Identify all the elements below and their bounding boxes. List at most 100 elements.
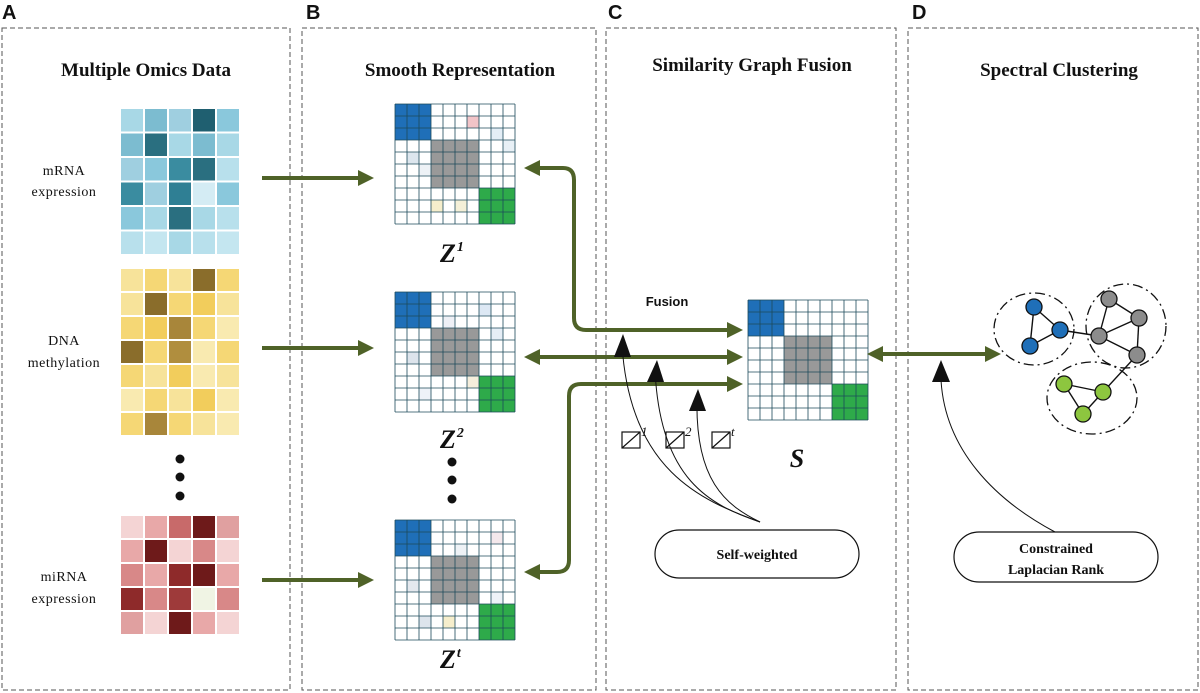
heatmap-cell	[215, 586, 241, 612]
heatmap-cell	[191, 180, 217, 207]
panel-d-frame	[907, 27, 1199, 691]
heatmap-cell	[191, 363, 217, 389]
node-gray	[1100, 290, 1118, 308]
heatmap-cell	[119, 562, 145, 588]
heatmap-cell	[143, 562, 169, 588]
matrix-tint-cell	[443, 616, 455, 628]
node-blue	[1021, 337, 1039, 355]
omics-label-dna-line2: methylation	[28, 356, 100, 371]
heatmap-cell	[119, 291, 145, 317]
heatmap-cell	[167, 562, 193, 588]
matrix-z2	[394, 291, 516, 413]
heatmap-cell	[143, 387, 169, 413]
heatmap-cell	[215, 156, 241, 183]
heatmap-cell	[191, 387, 217, 413]
matrix-block-green	[479, 604, 515, 640]
panel-a-frame	[1, 27, 291, 691]
matrix-block-blue	[748, 300, 784, 336]
matrix-block-green	[832, 384, 868, 420]
matrix-block-blue	[395, 104, 431, 140]
heatmap-cell	[119, 180, 145, 207]
heatmap-cell	[143, 131, 169, 158]
heatmap-cell	[143, 514, 169, 540]
mrna-heatmap	[119, 107, 241, 256]
matrix-tint-cell	[419, 388, 431, 400]
matrix-ellipsis	[447, 457, 457, 504]
heatmap-cell	[167, 205, 193, 232]
omics-ellipsis	[175, 454, 185, 501]
matrix-tint-cell	[419, 164, 431, 176]
heatmap-cell	[143, 267, 169, 293]
heatmap-cell	[143, 291, 169, 317]
panel-c-letter: C	[608, 2, 622, 24]
heatmap-cell	[143, 156, 169, 183]
heatmap-cell	[167, 156, 193, 183]
matrix-tint-cell	[455, 544, 467, 556]
matrix-tint-cell	[491, 592, 503, 604]
heatmap-cell	[119, 131, 145, 158]
matrix-tint-cell	[419, 616, 431, 628]
matrix-tint-cell	[407, 152, 419, 164]
matrix-tint-cell	[443, 316, 455, 328]
heatmap-cell	[167, 387, 193, 413]
heatmap-cell	[191, 267, 217, 293]
fusion-label: Fusion	[646, 294, 689, 309]
matrix-tint-cell	[479, 304, 491, 316]
heatmap-cell	[119, 107, 145, 134]
heatmap-cell	[191, 411, 217, 437]
cluster-boundary-green	[1046, 361, 1138, 435]
matrix-s-label: S	[790, 444, 804, 473]
matrix-z1-label: Z1	[439, 239, 464, 268]
heatmap-cell	[119, 411, 145, 437]
omics-label-mrna-line1: mRNA	[43, 164, 86, 179]
heatmap-cell	[119, 339, 145, 365]
heatmap-cell	[215, 267, 241, 293]
constraint-label-line2: Laplacian Rank	[1008, 563, 1104, 578]
constraint-box	[953, 531, 1159, 583]
heatmap-cell	[167, 131, 193, 158]
heatmap-cell	[143, 180, 169, 207]
panel-a-title: Multiple Omics Data	[61, 60, 231, 81]
heatmap-cell	[119, 156, 145, 183]
matrix-zt	[394, 519, 516, 641]
heatmap-cell	[167, 411, 193, 437]
matrix-block-green	[479, 376, 515, 412]
heatmap-cell	[215, 180, 241, 207]
heatmap-cell	[167, 586, 193, 612]
panel-b-letter: B	[306, 2, 320, 24]
heatmap-cell	[119, 610, 145, 636]
node-blue	[1025, 298, 1043, 316]
heatmap-cell	[143, 610, 169, 636]
self-weighted-label: Self-weighted	[717, 548, 798, 563]
heatmap-cell	[119, 229, 145, 256]
heatmap-cell	[143, 411, 169, 437]
heatmap-cell	[215, 387, 241, 413]
omics-label-mirna-line1: miRNA	[41, 570, 88, 585]
heatmap-cell	[215, 363, 241, 389]
heatmap-cell	[215, 205, 241, 232]
heatmap-cell	[167, 339, 193, 365]
matrix-s	[747, 299, 869, 421]
heatmap-cell	[191, 131, 217, 158]
node-gray	[1128, 346, 1146, 364]
dna-methylation-heatmap	[119, 267, 241, 437]
constraint-label-line1: Constrained	[1019, 542, 1093, 557]
arrow-zt-to-s	[524, 376, 743, 580]
heatmap-cell	[143, 586, 169, 612]
heatmap-cell	[215, 131, 241, 158]
cluster-graph	[993, 283, 1167, 435]
heatmap-cell	[143, 229, 169, 256]
node-gray	[1090, 327, 1108, 345]
heatmap-cell	[167, 180, 193, 207]
heatmap-cell	[143, 315, 169, 341]
node-green	[1094, 383, 1112, 401]
heatmap-cell	[215, 411, 241, 437]
heatmap-cell	[215, 538, 241, 564]
self-weighted-curves	[614, 334, 761, 523]
heatmap-cell	[191, 339, 217, 365]
heatmap-cell	[191, 291, 217, 317]
heatmap-cell	[143, 339, 169, 365]
heatmap-cell	[167, 538, 193, 564]
heatmap-cell	[143, 538, 169, 564]
svg-text:1: 1	[641, 424, 648, 439]
